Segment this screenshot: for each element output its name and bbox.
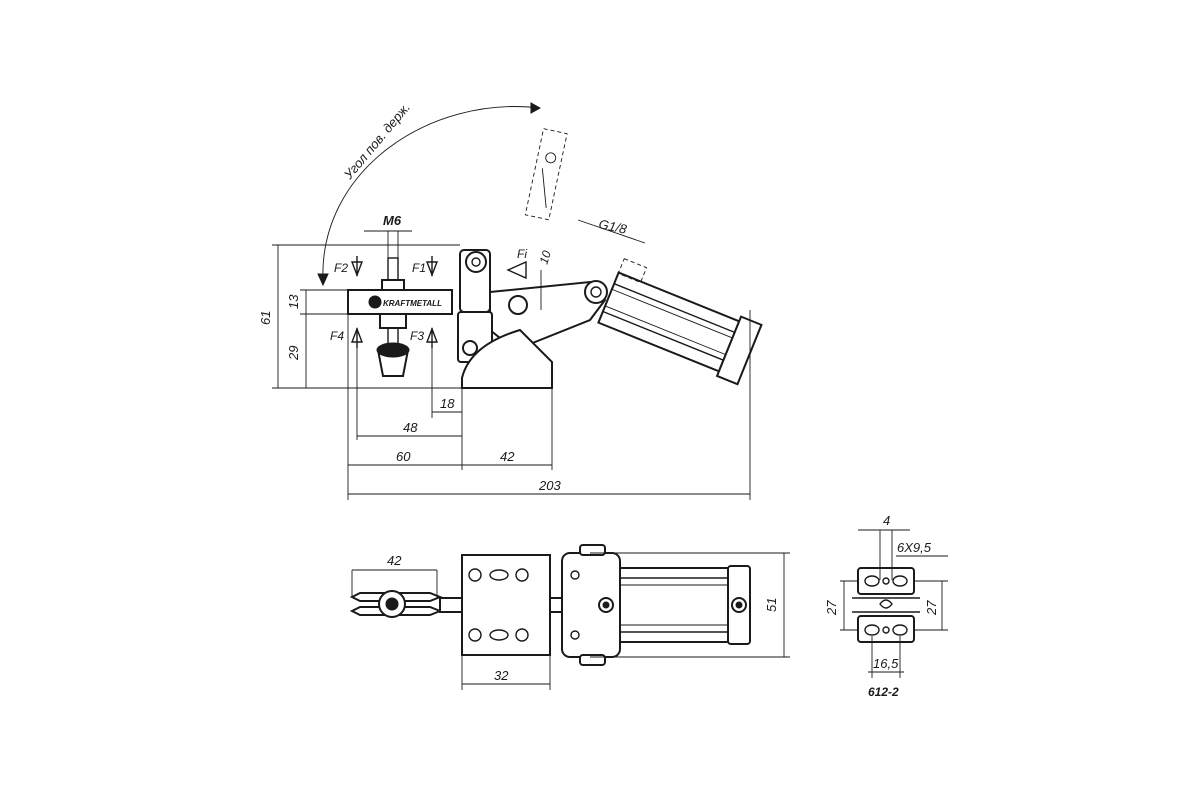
pneumatic-cylinder [597, 258, 763, 386]
force-arrows: F2 F1 F4 F3 Fi [330, 247, 527, 348]
dim-13: 13 [286, 294, 301, 309]
base-plate-top [857, 567, 915, 595]
rotated-handle-outline [524, 128, 568, 221]
force-fi-label: Fi [517, 247, 527, 261]
dim-27-left: 27 [824, 600, 839, 616]
linkage-pivot [508, 295, 528, 315]
base-plate-view: 4 6X9,5 27 27 16,5 612-2 [824, 513, 948, 699]
thread-size-label: M6 [383, 213, 402, 228]
dim-60: 60 [396, 449, 411, 464]
spindle-shaft [387, 327, 399, 345]
slot-size-label: 6X9,5 [897, 540, 932, 555]
rotation-angle-arc [322, 106, 541, 283]
dim-4: 4 [883, 513, 890, 528]
brand-logo-text: KRAFTMETALL [383, 299, 442, 308]
dim-51: 51 [764, 598, 779, 612]
dim-18: 18 [440, 396, 455, 411]
pivot-block [461, 554, 551, 656]
dim-203: 203 [538, 478, 561, 493]
dim-16-5: 16,5 [873, 656, 899, 671]
force-f3-label: F3 [410, 329, 424, 343]
arc-arrow-head-end [530, 102, 542, 114]
cylinder-pivot [584, 280, 608, 304]
dim-10: 10 [537, 249, 555, 266]
dim-27-right: 27 [924, 600, 939, 616]
mounting-base [461, 328, 553, 389]
force-f4-label: F4 [330, 329, 344, 343]
dim-32: 32 [494, 668, 509, 683]
spindle-nut-top [381, 279, 405, 291]
force-f2-label: F2 [334, 261, 348, 275]
dim-29: 29 [286, 346, 301, 361]
spindle-nut-bottom [379, 313, 407, 329]
dim-42-top: 42 [387, 553, 402, 568]
base-plate-bottom [857, 615, 915, 643]
arm-pivot [465, 251, 487, 273]
model-number: 612-2 [868, 685, 899, 699]
rotation-angle-label: Угол пов. держ. [340, 100, 413, 183]
dim-48: 48 [403, 420, 418, 435]
dim-61: 61 [258, 311, 273, 325]
force-f1-label: F1 [412, 261, 426, 275]
cylinder-tube-top [619, 567, 731, 643]
port-size-label: G1/8 [597, 216, 628, 237]
dim-42-side: 42 [500, 449, 515, 464]
top-view: 42 32 51 [349, 544, 790, 690]
brand-logo: KRAFTMETALL [368, 295, 442, 309]
pressure-foot-ball [376, 342, 410, 358]
side-view: Угол пов. держ. KRAFTMETALL [258, 100, 763, 500]
arc-arrow-head-start [317, 273, 329, 287]
